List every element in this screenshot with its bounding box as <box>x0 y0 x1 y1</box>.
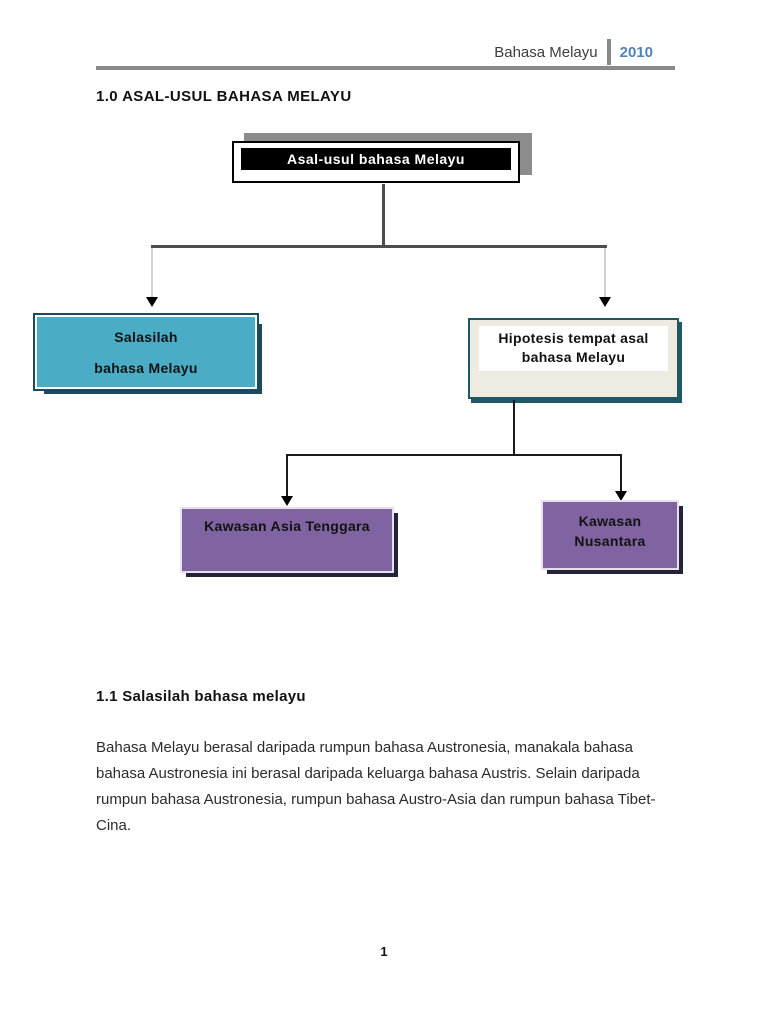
node-hipotesis-label: Hipotesis tempat asal bahasa Melayu <box>479 326 668 371</box>
node-salasilah-line2: bahasa Melayu <box>94 359 198 376</box>
paragraph-line: rumpun bahasa Austronesia, rumpun bahasa… <box>96 791 656 808</box>
node-kawasan-nusantara: Kawasan Nusantara <box>541 500 679 570</box>
connector-drop-left2 <box>286 456 288 497</box>
node-kawasan-nusantara-line2: Nusantara <box>574 533 646 549</box>
node-salasilah-line1: Salasilah <box>114 328 178 345</box>
node-hipotesis-line1: Hipotesis tempat asal <box>498 330 649 346</box>
arrow-down-icon <box>146 297 158 307</box>
node-kawasan-asia-tenggara: Kawasan Asia Tenggara <box>180 507 394 573</box>
paragraph-line: Cina. <box>96 817 132 834</box>
connector-drop-right1 <box>604 248 606 298</box>
header-divider <box>606 39 611 65</box>
connector-drop-right2 <box>620 456 622 492</box>
header-year: 2010 <box>619 43 653 61</box>
header-course-title: Bahasa Melayu <box>494 43 598 61</box>
node-hipotesis: Hipotesis tempat asal bahasa Melayu <box>468 318 679 399</box>
paragraph-line: Bahasa Melayu berasal daripada rumpun ba… <box>96 739 634 756</box>
arrow-down-icon <box>615 491 627 501</box>
node-hipotesis-line2: bahasa Melayu <box>521 349 626 365</box>
header-rule <box>96 66 675 70</box>
section-heading-1-0: 1.0 ASAL-USUL BAHASA MELAYU <box>96 88 352 105</box>
page-header: Bahasa Melayu 2010 <box>96 38 675 66</box>
connector-level2-horizontal <box>286 454 622 456</box>
arrow-down-icon <box>281 496 293 506</box>
arrow-down-icon <box>599 297 611 307</box>
connector-root-vertical <box>382 184 385 246</box>
root-node: Asal-usul bahasa Melayu <box>232 141 520 183</box>
node-salasilah: Salasilah bahasa Melayu <box>33 313 259 391</box>
connector-hipotesis-vertical <box>513 400 515 456</box>
paragraph-line: bahasa Austronesia ini berasal daripada … <box>96 765 640 782</box>
connector-drop-left1 <box>151 248 153 298</box>
section-heading-1-1: 1.1 Salasilah bahasa melayu <box>96 688 306 705</box>
node-kawasan-nusantara-line1: Kawasan <box>578 513 642 529</box>
page-number: 1 <box>380 944 388 959</box>
connector-level1-horizontal <box>151 245 607 248</box>
root-node-label: Asal-usul bahasa Melayu <box>241 148 511 170</box>
body-paragraph: Bahasa Melayu berasal daripada rumpun ba… <box>96 735 681 839</box>
